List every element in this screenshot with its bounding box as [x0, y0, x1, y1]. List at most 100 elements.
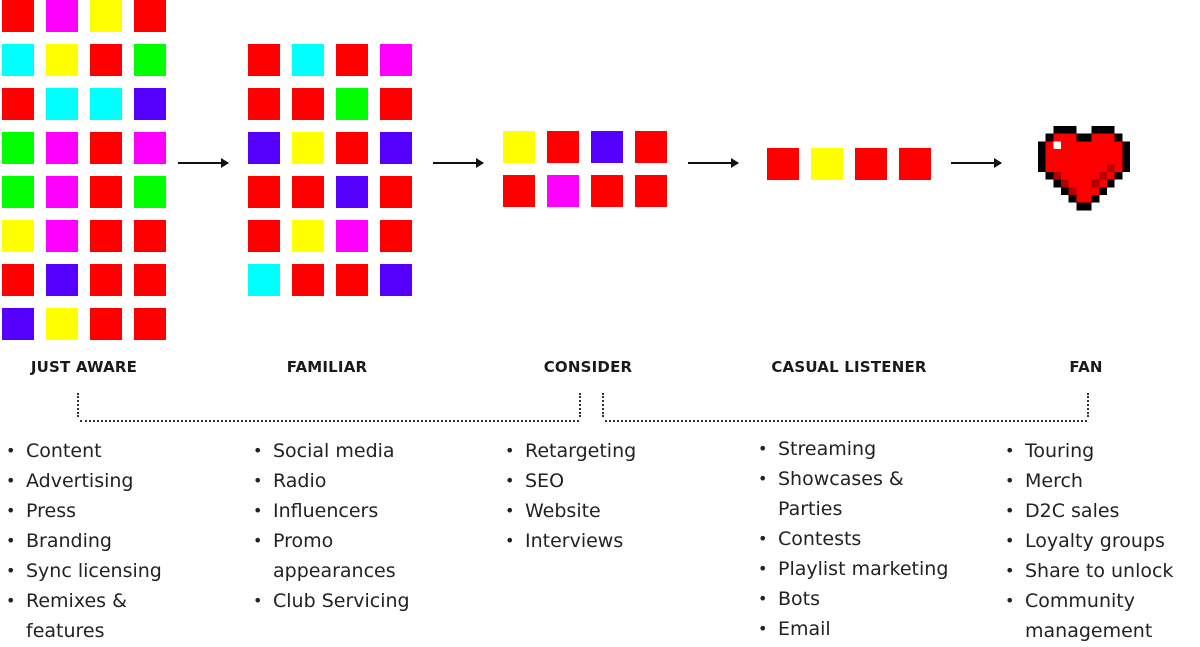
- just-aware-square: [2, 176, 34, 208]
- bracket-right-line: [605, 420, 1087, 422]
- just-aware-square: [134, 44, 166, 76]
- familiar-square: [380, 220, 412, 252]
- consider-square: [503, 131, 535, 163]
- list-item: Promo: [253, 526, 410, 556]
- just-aware-square: [134, 220, 166, 252]
- familiar-square: [336, 220, 368, 252]
- arrow-just-aware-to-familiar: [178, 158, 229, 168]
- list-item: Branding: [6, 526, 162, 556]
- list-item: Parties: [778, 498, 843, 520]
- list-item: Contests: [758, 524, 948, 554]
- bracket-right-end: [1087, 393, 1091, 417]
- familiar-square: [336, 176, 368, 208]
- arrow-casual-listener-to-fan: [951, 158, 1002, 168]
- just-aware-square: [2, 132, 34, 164]
- familiar-square: [248, 88, 280, 120]
- list-item: Merch: [1005, 466, 1173, 496]
- stage-label-casual-listener: CASUAL LISTENER: [771, 358, 927, 376]
- familiar-square: [292, 44, 324, 76]
- just-aware-square: [90, 176, 122, 208]
- familiar-square: [380, 44, 412, 76]
- just-aware-square: [2, 88, 34, 120]
- familiar-square: [248, 44, 280, 76]
- just-aware-square: [2, 220, 34, 252]
- list-item: Loyalty groups: [1005, 526, 1173, 556]
- just-aware-square: [134, 0, 166, 32]
- just-aware-square: [46, 132, 78, 164]
- just-aware-square: [46, 308, 78, 340]
- consider-square: [503, 175, 535, 207]
- list-item: Press: [6, 496, 162, 526]
- just-aware-square: [90, 132, 122, 164]
- bracket-right-start: [602, 393, 606, 417]
- familiar-square: [380, 264, 412, 296]
- list-item: Influencers: [253, 496, 410, 526]
- list-item: Website: [505, 496, 636, 526]
- familiar-tactics-list: Social mediaRadioInfluencersPromo appeara…: [253, 436, 410, 616]
- familiar-square: [292, 132, 324, 164]
- list-item: Club Servicing: [253, 586, 410, 616]
- list-item: Radio: [253, 466, 410, 496]
- just-aware-square: [2, 0, 34, 32]
- just-aware-square: [2, 264, 34, 296]
- familiar-square: [248, 264, 280, 296]
- list-item: features: [26, 620, 105, 642]
- fan-tactics-list: TouringMerchD2C salesLoyalty groupsShare…: [1005, 436, 1173, 646]
- list-item: Share to unlock: [1005, 556, 1173, 586]
- familiar-square: [292, 176, 324, 208]
- just-aware-square: [46, 176, 78, 208]
- just-aware-square: [46, 44, 78, 76]
- familiar-square: [336, 44, 368, 76]
- just-aware-square: [90, 308, 122, 340]
- bracket-left-end: [579, 393, 583, 417]
- casual-listener-square: [767, 148, 799, 180]
- just-aware-square: [90, 0, 122, 32]
- list-item: Playlist marketing: [758, 554, 948, 584]
- list-item: Advertising: [6, 466, 162, 496]
- list-item: Social media: [253, 436, 410, 466]
- just-aware-square: [134, 308, 166, 340]
- list-item: D2C sales: [1005, 496, 1173, 526]
- list-item: Interviews: [505, 526, 636, 556]
- arrow-consider-to-casual-listener: [688, 158, 739, 168]
- list-item: Streaming: [758, 434, 948, 464]
- familiar-square: [248, 176, 280, 208]
- just-aware-tactics-list: ContentAdvertisingPressBrandingSync lice…: [6, 436, 162, 646]
- consider-square: [591, 175, 623, 207]
- just-aware-square: [46, 0, 78, 32]
- bracket-left-line: [80, 420, 579, 422]
- list-item: Retargeting: [505, 436, 636, 466]
- consider-square: [547, 175, 579, 207]
- bracket-left-start: [77, 393, 81, 417]
- list-item: SEO: [505, 466, 636, 496]
- just-aware-square: [134, 264, 166, 296]
- consider-square: [591, 131, 623, 163]
- familiar-square: [292, 88, 324, 120]
- just-aware-square: [90, 44, 122, 76]
- casual-listener-tactics-list: StreamingShowcases & PartiesContestsPlayl…: [758, 434, 948, 644]
- familiar-square: [380, 88, 412, 120]
- just-aware-square: [134, 132, 166, 164]
- just-aware-square: [2, 44, 34, 76]
- just-aware-square: [90, 88, 122, 120]
- list-item: Touring: [1005, 436, 1173, 466]
- list-item: appearances: [273, 560, 396, 582]
- list-item: management: [1025, 620, 1153, 642]
- just-aware-square: [2, 308, 34, 340]
- list-item: Content: [6, 436, 162, 466]
- casual-listener-square: [899, 148, 931, 180]
- familiar-square: [248, 220, 280, 252]
- just-aware-square: [134, 88, 166, 120]
- pixel-heart-icon: [1038, 126, 1130, 211]
- familiar-square: [336, 264, 368, 296]
- list-item: Showcases &: [758, 464, 948, 494]
- stage-label-consider: CONSIDER: [543, 358, 633, 376]
- just-aware-square: [46, 264, 78, 296]
- stage-label-familiar: FAMILIAR: [286, 358, 368, 376]
- just-aware-square: [90, 220, 122, 252]
- just-aware-square: [90, 264, 122, 296]
- familiar-square: [292, 264, 324, 296]
- list-item: Email: [758, 614, 948, 644]
- list-item: Community: [1005, 586, 1173, 616]
- consider-square: [635, 175, 667, 207]
